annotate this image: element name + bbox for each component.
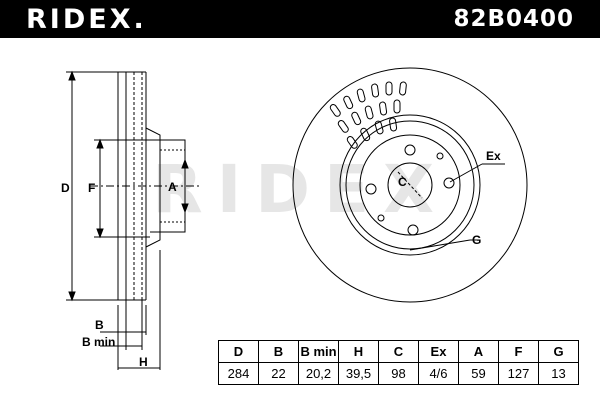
label-f: F [88, 181, 95, 195]
spec-header-cell: Ex [418, 340, 459, 363]
front-view [292, 67, 528, 303]
spec-value-cell: 13 [538, 362, 579, 385]
side-view [66, 70, 200, 370]
spec-value-cell: 22 [258, 362, 299, 385]
brand-logo: RIDEX. [26, 4, 147, 35]
spec-value-cell: 39,5 [338, 362, 379, 385]
brake-disc-diagram: RIDEX D F A B [61, 67, 528, 370]
label-c: C [398, 175, 407, 189]
spec-table: D B B min H C Ex A F G 284 22 20,2 39,5 … [218, 340, 579, 385]
spec-header-cell: D [218, 340, 259, 363]
part-number: 82B0400 [453, 6, 574, 32]
label-g: G [472, 233, 481, 247]
spec-table-header-row: D B B min H C Ex A F G [218, 340, 579, 363]
spec-value-cell: 127 [498, 362, 539, 385]
label-d: D [61, 181, 70, 195]
spec-header-cell: A [458, 340, 499, 363]
label-b: B [95, 318, 104, 332]
spec-value-cell: 98 [378, 362, 419, 385]
spec-header-cell: B min [298, 340, 339, 363]
label-a: A [168, 180, 177, 194]
spec-header-cell: B [258, 340, 299, 363]
spec-header-cell: F [498, 340, 539, 363]
label-ex: Ex [486, 149, 501, 163]
spec-value-cell: 284 [218, 362, 259, 385]
spec-value-cell: 20,2 [298, 362, 339, 385]
label-h: H [139, 355, 148, 369]
spec-value-cell: 59 [458, 362, 499, 385]
label-b-min: B min [82, 335, 115, 349]
watermark: RIDEX [152, 151, 448, 228]
spec-value-cell: 4/6 [418, 362, 459, 385]
spec-header-cell: C [378, 340, 419, 363]
spec-header-cell: G [538, 340, 579, 363]
spec-table-values-row: 284 22 20,2 39,5 98 4/6 59 127 13 [218, 362, 579, 385]
header-bar: RIDEX. 82B0400 [0, 0, 600, 38]
spec-header-cell: H [338, 340, 379, 363]
